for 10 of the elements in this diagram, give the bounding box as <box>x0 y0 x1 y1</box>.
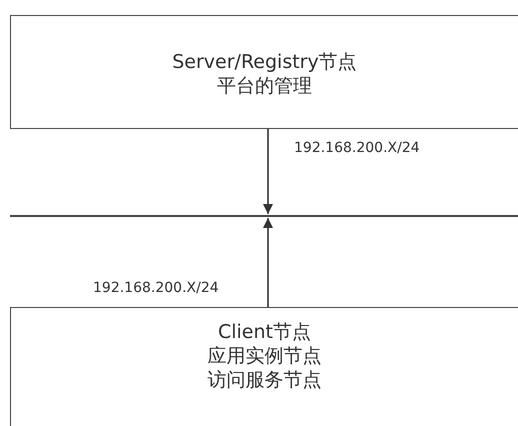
server-box <box>10 15 518 129</box>
node-text: Server/Registry节点 <box>172 50 357 74</box>
arrow <box>263 218 273 307</box>
network-line <box>10 215 518 217</box>
node-text: 平台的管理 <box>217 74 312 98</box>
arrow <box>263 129 273 214</box>
client-box <box>10 307 518 426</box>
node-text: 访问服务节点 <box>208 368 322 392</box>
node-text: 应用实例节点 <box>208 344 322 368</box>
node-text: Client节点 <box>218 320 311 344</box>
